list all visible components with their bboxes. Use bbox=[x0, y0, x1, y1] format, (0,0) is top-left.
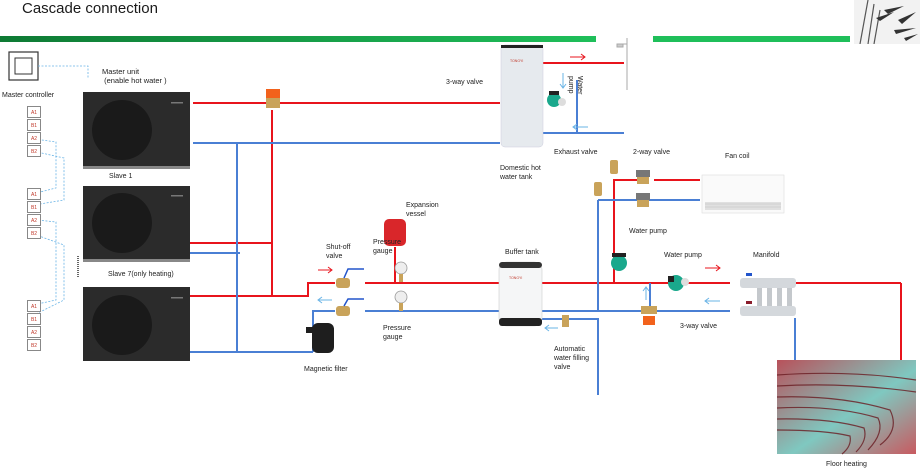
terminal-b2: B2 bbox=[27, 145, 41, 157]
terminal-b1: B1 bbox=[27, 313, 41, 325]
two-way-valve-icon-2 bbox=[636, 193, 650, 207]
water-pump-vertical-label: Water pump bbox=[629, 228, 667, 235]
master-unit-label: Master unit (enable hot water ) bbox=[102, 67, 167, 85]
terminal-b2: B2 bbox=[27, 227, 41, 239]
three-way-valve-bottom-icon bbox=[641, 306, 657, 325]
terminal-b1: B1 bbox=[27, 119, 41, 131]
fan-coil-label: Fan coil bbox=[725, 153, 750, 160]
terminal-b2: B2 bbox=[27, 339, 41, 351]
manifold-label: Manifold bbox=[753, 252, 780, 259]
slave-1-label: Slave 1 bbox=[109, 173, 133, 180]
terminal-a1: A1 bbox=[27, 300, 41, 312]
water-pump-horizontal-label: Water pump bbox=[664, 252, 702, 259]
auto-fill-valve-icon bbox=[562, 315, 569, 327]
terminal-a2: A2 bbox=[27, 326, 41, 338]
magnetic-filter-label: Magnetic filter bbox=[304, 366, 348, 373]
shutoff-valve-hot-icon bbox=[336, 268, 364, 288]
pressure-gauge-top-label: Pressure gauge bbox=[373, 239, 402, 255]
slave-1-unit-icon bbox=[83, 186, 190, 262]
master-controller-label: Master controller bbox=[2, 92, 55, 99]
slave-7-unit-icon bbox=[83, 287, 190, 361]
terminal-a2: A2 bbox=[27, 132, 41, 144]
three-way-valve-top-label: 3-way valve bbox=[446, 79, 483, 86]
slave-7-label: Slave 7(only heating) bbox=[108, 271, 174, 278]
terminal-a1: A1 bbox=[27, 188, 41, 200]
shutoff-valve-label: Shut-off valve bbox=[326, 244, 351, 260]
shower-icon bbox=[616, 38, 628, 90]
pressure-gauge-bottom-label: Pressure gauge bbox=[383, 325, 412, 341]
pressure-gauge-bottom-icon bbox=[394, 290, 408, 311]
auto-fill-valve-label: Automatic water filling valve bbox=[554, 346, 590, 371]
two-way-valve-icon-1 bbox=[636, 170, 650, 184]
dhw-pump-label: Water pump bbox=[567, 76, 583, 95]
terminal-b1: B1 bbox=[27, 201, 41, 213]
expansion-vessel-icon bbox=[384, 219, 406, 246]
master-unit-icon bbox=[83, 92, 190, 169]
page-title: Cascade connection bbox=[22, 0, 158, 17]
return-water-pipes bbox=[190, 80, 796, 395]
fan-coil-icon bbox=[701, 174, 785, 214]
buffer-tank-icon: TONGYI bbox=[498, 261, 543, 327]
floor-heating-label: Floor heating bbox=[826, 461, 867, 468]
horizontal-water-pump-icon bbox=[668, 275, 689, 291]
manifold-icon bbox=[740, 273, 796, 316]
master-controller-icon bbox=[8, 51, 39, 81]
expansion-vessel-label: Expansion vessel bbox=[406, 202, 439, 218]
domestic-hot-water-tank-icon: TONGYI bbox=[500, 44, 544, 148]
svg-text:TONGYI: TONGYI bbox=[509, 276, 522, 280]
header-bar-left bbox=[0, 36, 596, 42]
dhw-water-pump-icon bbox=[547, 91, 566, 107]
signal-wires bbox=[27, 65, 89, 319]
terminal-a1: A1 bbox=[27, 106, 41, 118]
dhw-tank-label: Domestic hot water tank bbox=[500, 165, 541, 181]
flow-arrows bbox=[317, 53, 721, 332]
shutoff-valve-return-icon bbox=[336, 298, 364, 316]
two-way-valve-label: 2-way valve bbox=[633, 149, 670, 156]
header-bar-right bbox=[653, 36, 850, 42]
svg-text:TONGYI: TONGYI bbox=[510, 59, 523, 63]
exhaust-valve-icon-1 bbox=[610, 160, 618, 174]
exhaust-valve-label: Exhaust valve bbox=[554, 149, 598, 156]
bamboo-decoration-icon bbox=[854, 0, 920, 44]
hot-water-pipes bbox=[190, 62, 902, 360]
magnetic-filter-icon bbox=[306, 323, 334, 353]
three-way-valve-bottom-label: 3-way valve bbox=[680, 323, 717, 330]
terminal-a2: A2 bbox=[27, 214, 41, 226]
pressure-gauge-top-icon bbox=[394, 261, 408, 282]
exhaust-valve-icon-2 bbox=[594, 182, 602, 196]
floor-heating-image bbox=[776, 360, 917, 455]
vertical-water-pump-icon bbox=[611, 253, 627, 271]
buffer-tank-label: Buffer tank bbox=[505, 249, 539, 256]
three-way-valve-top-icon bbox=[266, 89, 280, 108]
